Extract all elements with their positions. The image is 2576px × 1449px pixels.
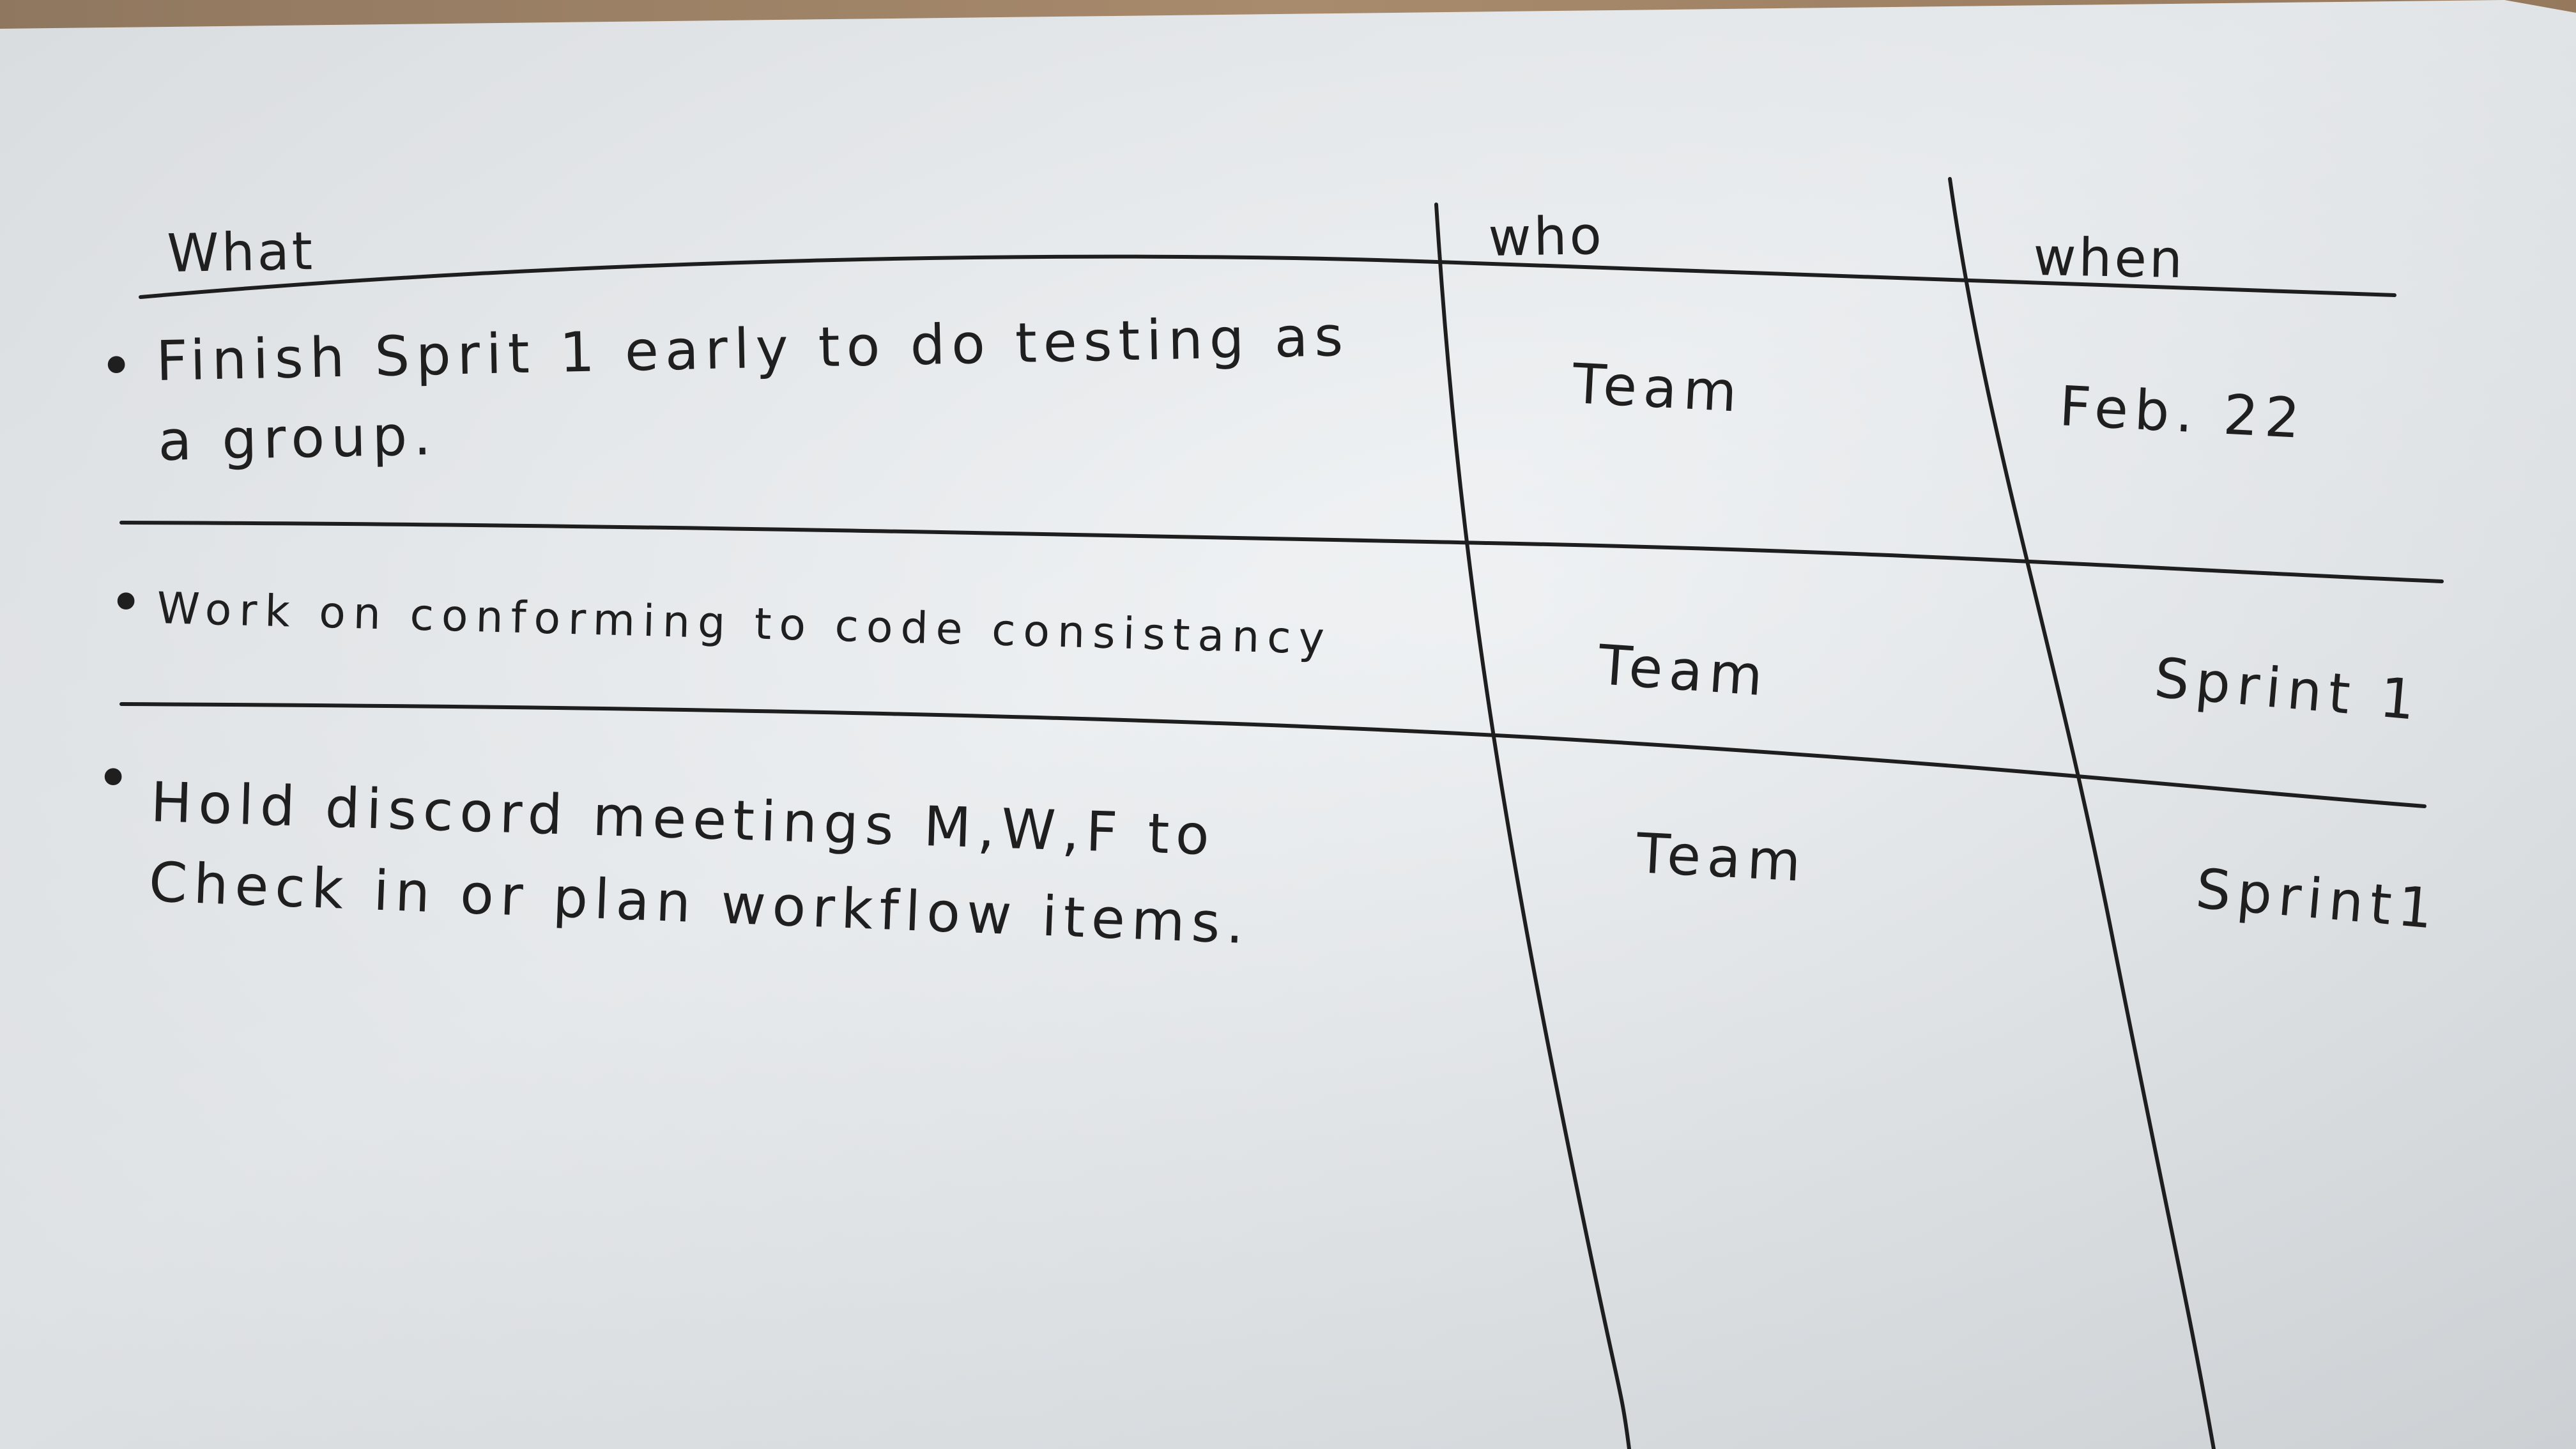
header-who: who — [1488, 206, 1605, 268]
row-1-when: Feb. 22 — [2058, 374, 2308, 451]
row-divider-2 — [119, 702, 2426, 808]
header-what: What — [167, 221, 316, 284]
row-2-bullet: • — [109, 569, 143, 637]
row-1-what-line-2: a group. — [157, 404, 438, 473]
row-1-bullet: • — [99, 332, 134, 401]
column-divider-2 — [1948, 177, 2216, 1449]
header-rule — [139, 254, 2396, 299]
row-3-bullet: • — [96, 744, 130, 813]
row-2-who: Team — [1596, 633, 1772, 709]
column-divider-1 — [1434, 203, 1631, 1449]
header-when: when — [2033, 227, 2186, 290]
row-1-who: Team — [1570, 352, 1745, 425]
row-3-who: Team — [1634, 822, 1809, 894]
row-divider-1 — [119, 521, 2444, 583]
